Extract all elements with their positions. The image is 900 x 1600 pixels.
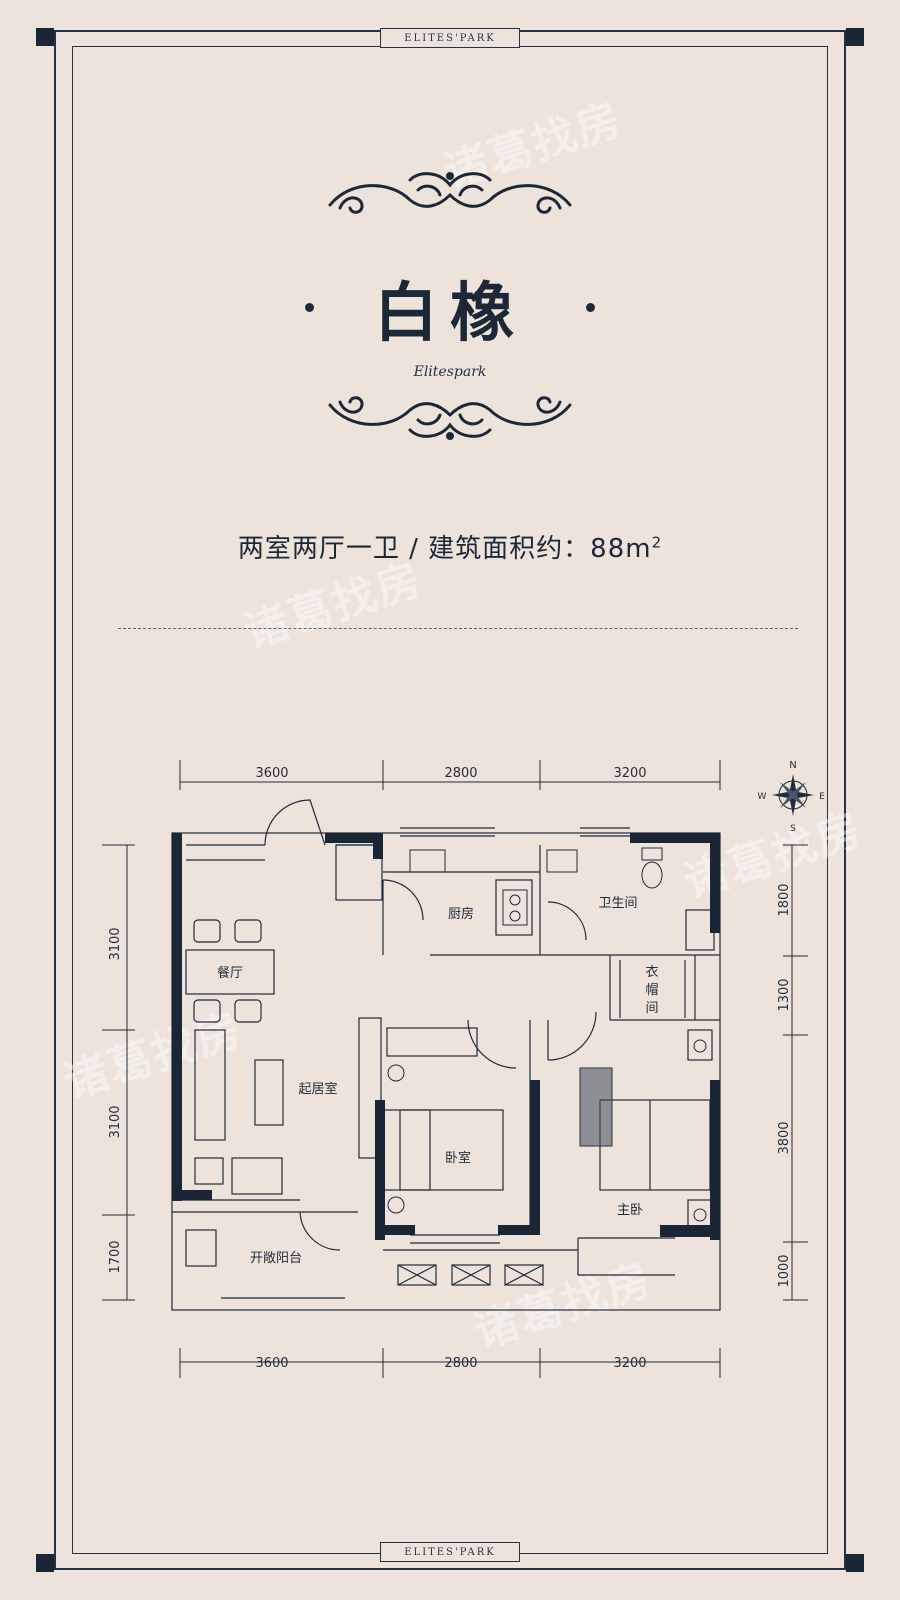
dim-left-3: 1700 [108, 1240, 123, 1273]
dim-left-1: 3100 [108, 927, 123, 960]
area-superscript: 2 [651, 533, 663, 552]
corner-ornament-tr [846, 28, 864, 46]
dim-right-1: 1800 [777, 883, 792, 916]
room-label-wardrobe-3: 间 [645, 1001, 658, 1016]
ornament-flourishes [328, 172, 572, 440]
room-label-wardrobe-2: 帽 [645, 982, 658, 998]
room-label-bathroom: 卫生间 [598, 896, 637, 911]
room-label-kitchen: 厨房 [448, 906, 474, 922]
compass-n: N [789, 760, 796, 771]
title-dot-right [586, 303, 595, 312]
dim-bottom-2: 2800 [444, 1356, 477, 1371]
dim-top-1: 3600 [255, 766, 288, 781]
interior-lines [171, 799, 721, 1311]
dim-top-3: 3200 [613, 766, 646, 781]
compass-icon [772, 774, 814, 816]
corner-ornament-tl [36, 28, 54, 46]
room-label-dining: 餐厅 [217, 965, 243, 981]
dim-left-2: 3100 [108, 1105, 123, 1138]
dim-bottom-1: 3600 [255, 1356, 288, 1371]
corner-ornament-br [846, 1554, 864, 1572]
project-title: 白橡 [374, 276, 526, 351]
rug [580, 1068, 612, 1146]
compass-s: S [790, 824, 796, 834]
dim-right-2: 1300 [777, 978, 792, 1011]
brand-badge-top: ELITES'PARK [380, 28, 520, 48]
dim-right-3: 3800 [777, 1121, 792, 1154]
room-label-master-bedroom: 主卧 [617, 1203, 643, 1218]
dim-top-2: 2800 [444, 766, 477, 781]
compass-w: W [758, 792, 767, 802]
compass-e: E [819, 792, 825, 802]
dim-bottom-3: 3200 [613, 1356, 646, 1371]
corner-ornament-bl [36, 1554, 54, 1572]
room-label-bedroom: 卧室 [445, 1150, 471, 1166]
title-dot-left [305, 303, 314, 312]
room-label-balcony: 开敞阳台 [250, 1250, 302, 1266]
brand-badge-bottom: ELITES'PARK [380, 1542, 520, 1562]
room-label-wardrobe-1: 衣 [645, 964, 658, 980]
script-subtitle: Elitespark [413, 364, 487, 380]
walls [172, 833, 720, 1240]
dim-right-4: 1000 [777, 1254, 792, 1287]
fixtures [387, 847, 707, 1222]
unit-spec-text: 两室两厅一卫 / 建筑面积约：88m [237, 534, 652, 564]
room-label-living: 起居室 [298, 1081, 337, 1097]
dashed-divider [118, 628, 798, 629]
unit-spec: 两室两厅一卫 / 建筑面积约：88m2 [0, 528, 900, 565]
